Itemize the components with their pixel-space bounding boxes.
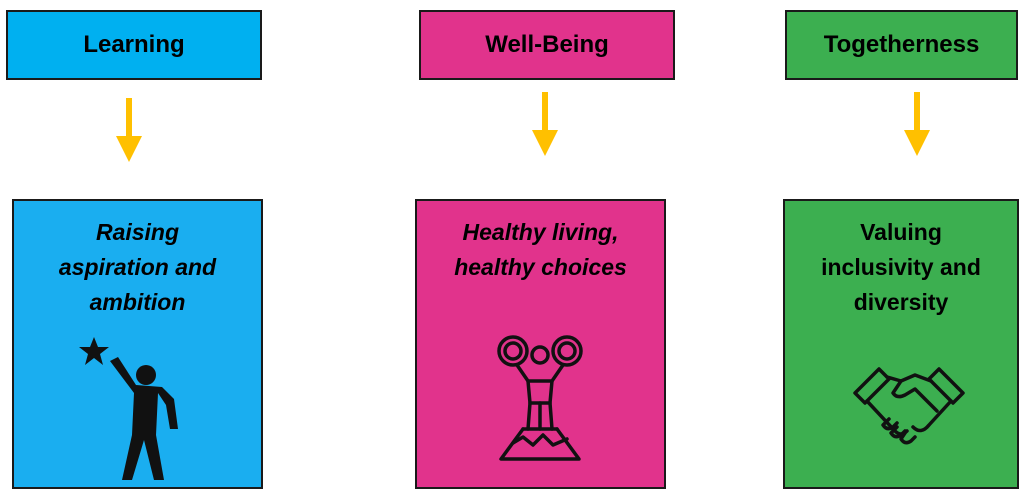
togetherness-line-3: diversity <box>853 289 949 315</box>
wellbeing-panel: Healthy living, healthy choices <box>415 199 666 489</box>
togetherness-header: Togetherness <box>785 10 1018 80</box>
togetherness-line-2: inclusivity and <box>821 254 981 280</box>
learning-line-1: Raising <box>95 219 180 245</box>
togetherness-line-1: Valuing <box>860 219 942 245</box>
learning-line-3: ambition <box>89 289 186 315</box>
wellbeing-line-1: Healthy living, <box>462 219 619 245</box>
learning-arrow-icon <box>116 98 142 162</box>
learning-line-2: aspiration and <box>58 254 217 280</box>
reaching-star-person-icon <box>79 337 178 480</box>
learning-header-label: Learning <box>83 31 185 58</box>
wellbeing-header: Well-Being <box>419 10 675 80</box>
handshake-icon <box>853 367 965 445</box>
wellbeing-header-label: Well-Being <box>485 31 609 58</box>
togetherness-panel: Valuing inclusivity and diversity <box>783 199 1019 489</box>
wellbeing-arrow-icon <box>532 92 558 156</box>
togetherness-header-label: Togetherness <box>823 31 980 58</box>
togetherness-arrow-icon <box>904 92 930 156</box>
learning-panel: Raising aspiration and ambition <box>12 199 263 489</box>
wellbeing-line-2: healthy choices <box>454 254 627 280</box>
weightlifter-on-podium-icon <box>497 335 583 461</box>
learning-header: Learning <box>6 10 262 80</box>
